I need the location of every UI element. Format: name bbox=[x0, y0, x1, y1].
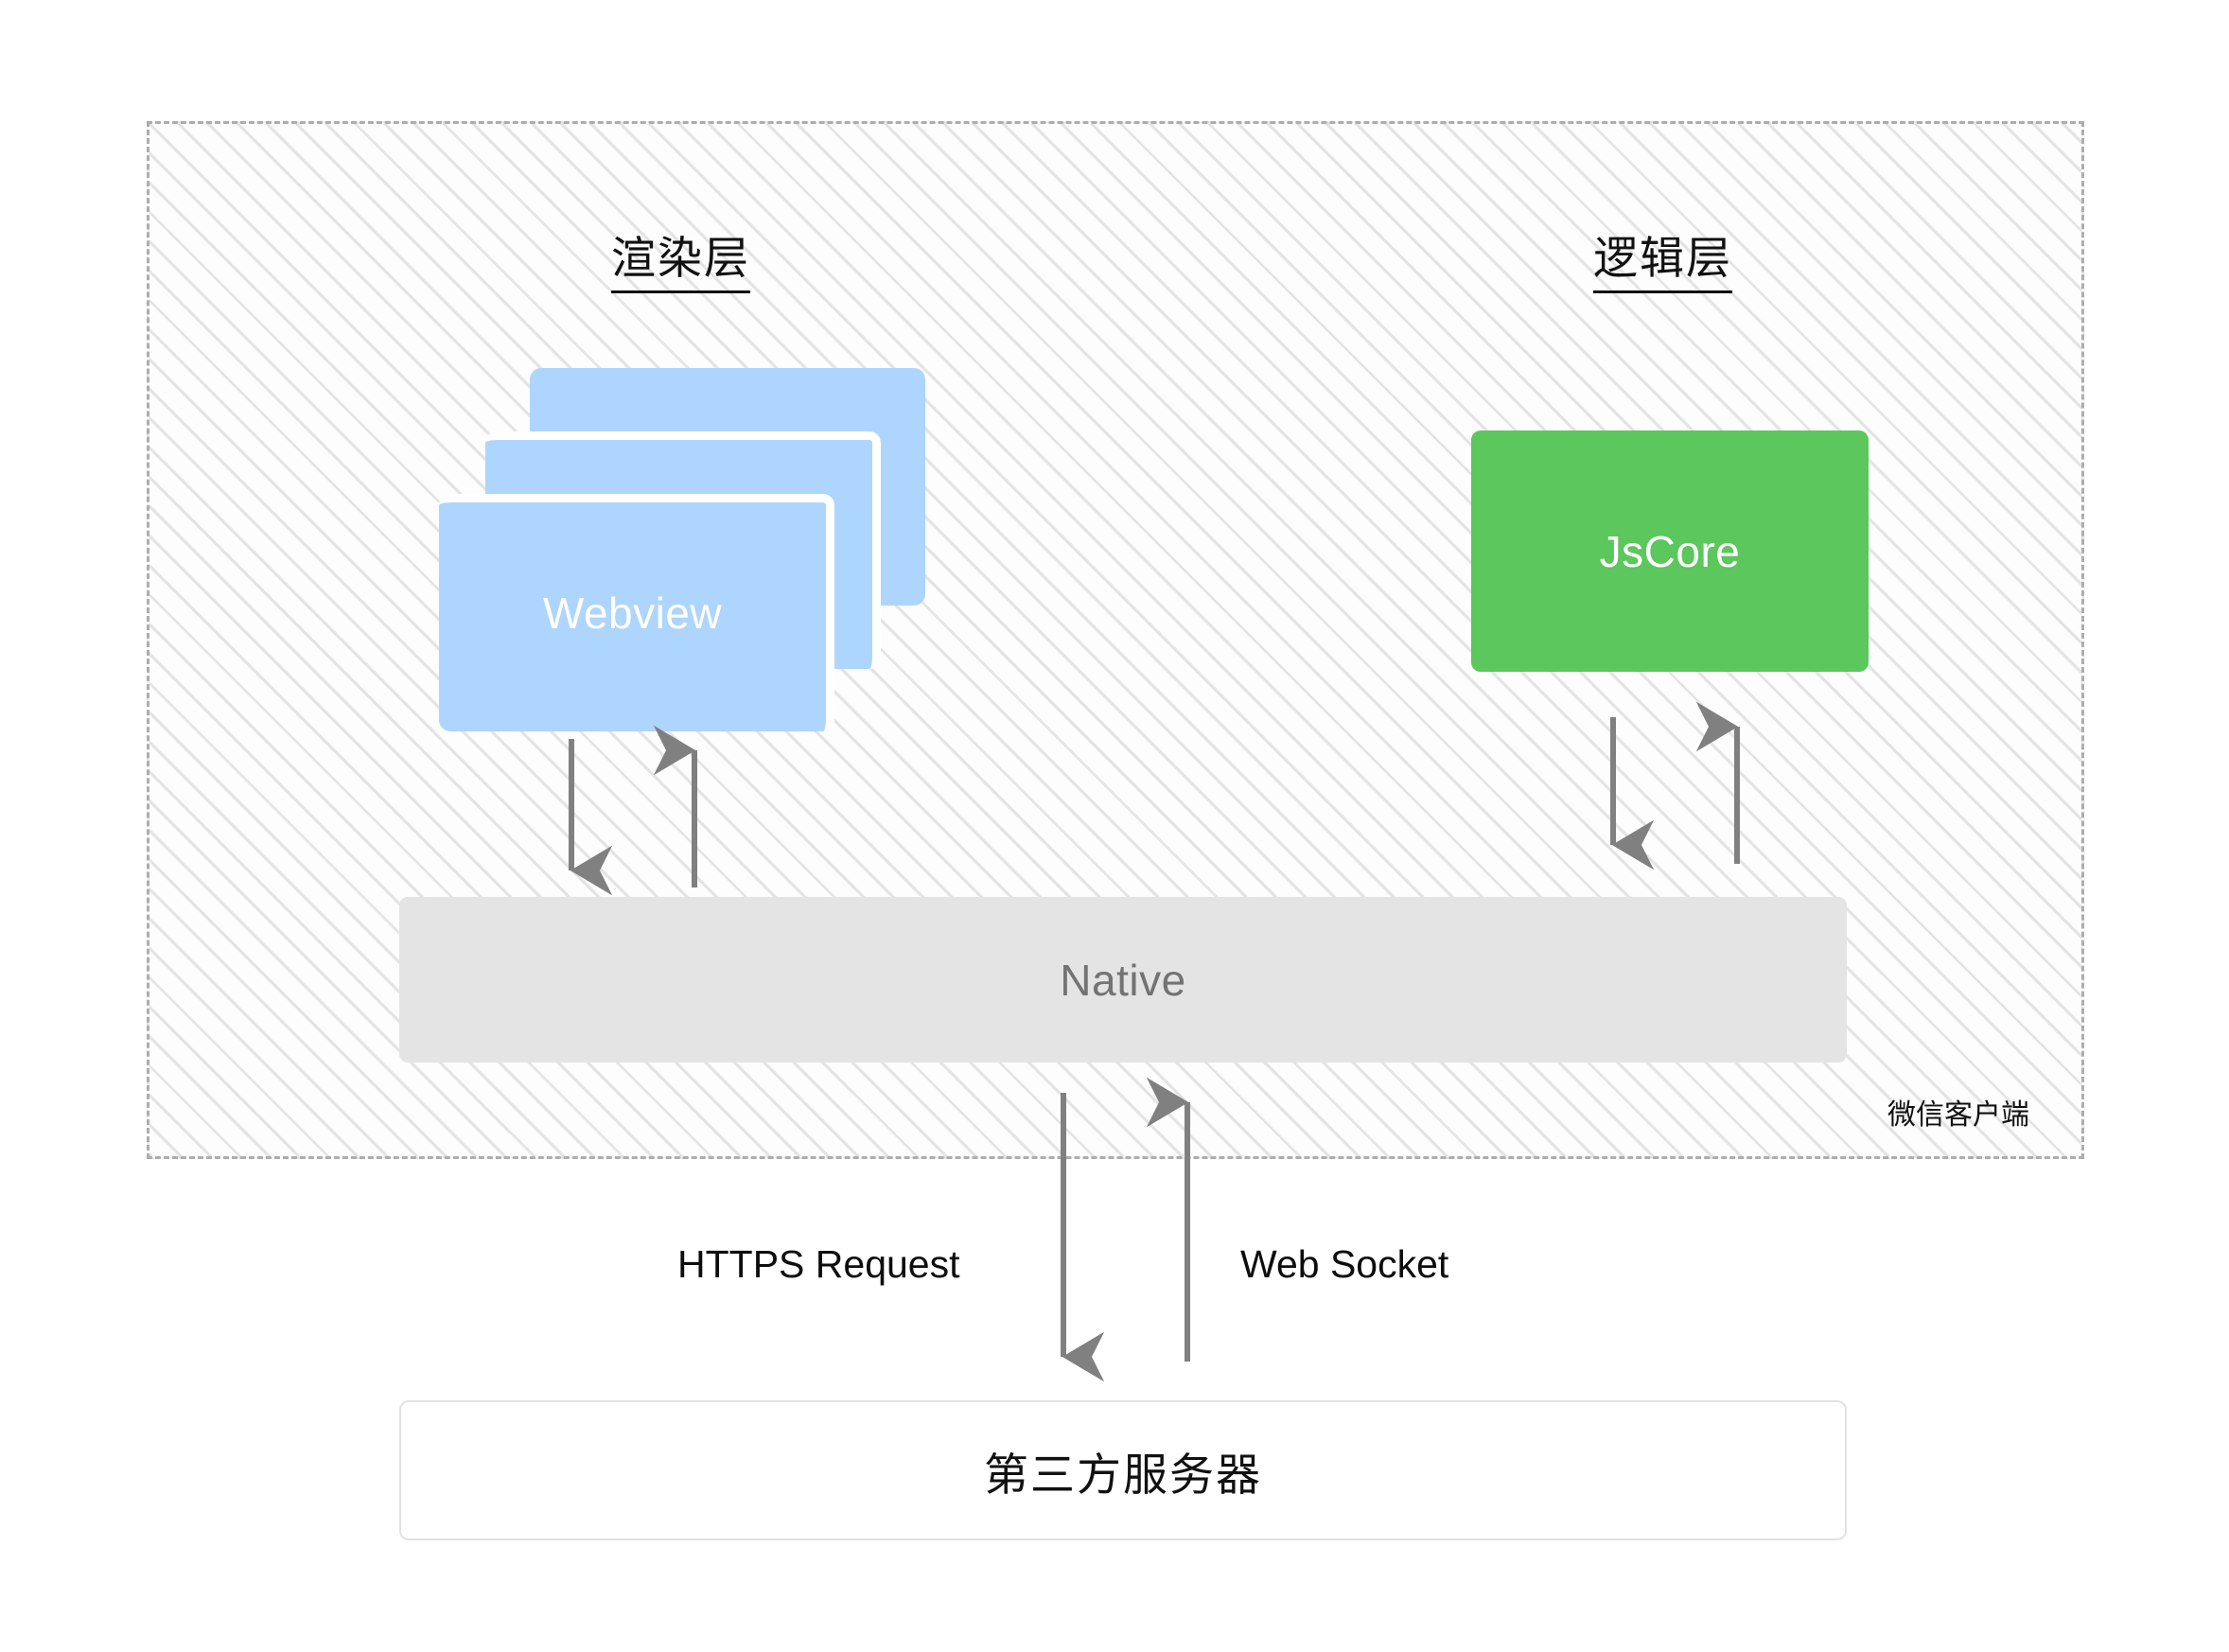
native-label: Native bbox=[1060, 955, 1186, 1005]
third-party-server-label: 第三方服务器 bbox=[984, 1449, 1262, 1502]
wechat-client-label: 微信客户端 bbox=[1887, 1098, 2029, 1132]
webview-label: Webview bbox=[542, 589, 723, 638]
native-bar: Native bbox=[399, 897, 1847, 1063]
jscore-box: JsCore bbox=[1471, 431, 1869, 672]
https-request-label: HTTPS Request bbox=[677, 1242, 960, 1286]
logic-layer-title-text: 逻辑层 bbox=[1593, 221, 1732, 293]
logic-layer-title: 逻辑层 bbox=[1593, 221, 1732, 293]
web-socket-label: Web Socket bbox=[1240, 1242, 1449, 1286]
render-layer-title-text: 渲染层 bbox=[611, 221, 750, 293]
webview-card-front: Webview bbox=[439, 494, 834, 731]
third-party-server-box: 第三方服务器 bbox=[399, 1400, 1847, 1540]
jscore-label: JsCore bbox=[1599, 526, 1741, 576]
render-layer-title: 渲染层 bbox=[611, 221, 750, 293]
